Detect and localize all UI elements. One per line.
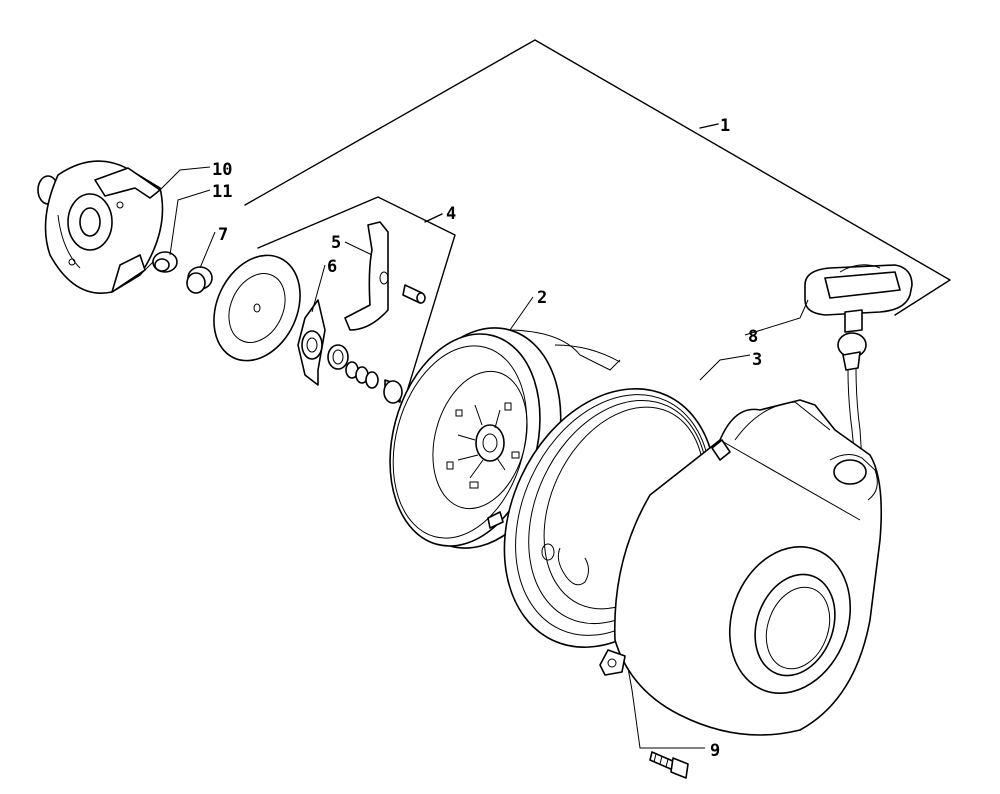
callout-9: 9 [710,741,720,761]
part-washer-disc [213,254,301,362]
callout-7: 7 [218,225,228,245]
part-11-bushing [152,251,178,273]
callout-6: 6 [327,257,337,277]
assembly-bracket-4 [257,196,456,399]
callout-1: 1 [720,116,730,136]
part-6-ratchet-plate [297,299,326,386]
part-9-bolt [649,751,689,779]
callout-2: 2 [537,288,547,308]
callout-8: 8 [748,327,758,347]
callout-labels: 1 2 3 4 5 6 7 8 9 10 11 [212,116,762,761]
callout-11: 11 [212,182,232,202]
callout-3: 3 [752,350,762,370]
part-spring [345,361,379,389]
callout-10: 10 [212,160,232,180]
callout-4: 4 [446,204,456,224]
assembly-bracket-1 [244,39,951,316]
leader-lines [159,166,809,749]
part-pin [402,284,426,304]
part-collar [383,379,403,404]
part-8-handle-and-rope [804,264,913,461]
part-10-ratchet-hub [37,160,164,294]
part-small-washer [327,344,349,370]
callout-5: 5 [331,233,341,253]
part-5-pawl [344,221,389,331]
part-1-housing [599,399,882,736]
part-7-spacer [186,266,213,294]
